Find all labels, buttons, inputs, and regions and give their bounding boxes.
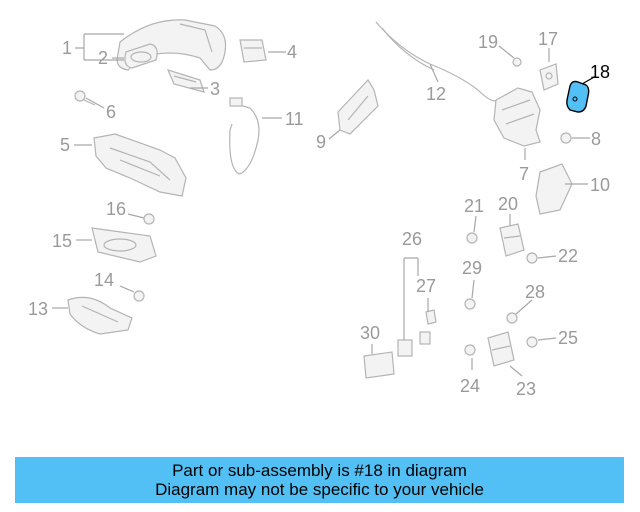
- callout-28: 28: [525, 282, 545, 302]
- part-23-hinge: [487, 331, 515, 367]
- part-4-cylinder: [239, 39, 267, 63]
- callout-13: 13: [28, 299, 48, 319]
- callout-19: 19: [478, 32, 498, 52]
- callout-20: 20: [498, 194, 518, 214]
- callout-12: 12: [426, 84, 446, 104]
- part-16-bolt: [143, 213, 155, 225]
- part-18-cover: [566, 80, 590, 113]
- banner-line-disclaimer: Diagram may not be specific to your vehi…: [155, 480, 484, 499]
- part-2-handle-cover: [124, 43, 158, 69]
- callout-11: 11: [285, 109, 304, 129]
- callout-10: 10: [590, 175, 610, 195]
- part-25-bolt: [526, 336, 538, 348]
- part-9-lock-rod-guide: [337, 79, 379, 135]
- callout-4: 4: [287, 42, 297, 62]
- callout-15: 15: [52, 231, 72, 251]
- part-6-bolt: [74, 90, 96, 106]
- callout-27: 27: [416, 276, 436, 296]
- part-27-clip: [425, 309, 437, 325]
- callout-14: 14: [94, 270, 114, 290]
- parts-diagram: 1 2 3 4 5 6 7 8 9 10 11 12 13 14 15 16 1…: [28, 19, 610, 399]
- callout-17: 17: [538, 29, 558, 49]
- part-3-handle-bezel: [166, 69, 205, 93]
- part-20-hinge: [499, 223, 525, 257]
- part-24-bolt: [464, 344, 476, 356]
- part-30-striker: [363, 351, 395, 379]
- leader-lines: [52, 33, 597, 377]
- part-10-bracket: [535, 163, 573, 215]
- part-11-cable: [229, 97, 260, 175]
- callout-22: 22: [558, 246, 578, 266]
- part-12-cable-assembly: [375, 21, 499, 102]
- callout-21: 21: [464, 196, 484, 216]
- callout-1: 1: [62, 38, 72, 58]
- callout-24: 24: [460, 376, 480, 396]
- info-banner: Part or sub-assembly is #18 in diagram D…: [15, 457, 624, 503]
- callout-labels: 1 2 3 4 5 6 7 8 9 10 11 12 13 14 15 16 1…: [28, 29, 610, 399]
- banner-line-part: Part or sub-assembly is #18 in diagram: [172, 461, 467, 480]
- part-5-carrier: [93, 133, 187, 197]
- callout-30: 30: [360, 323, 380, 343]
- callout-29: 29: [462, 258, 482, 278]
- part-8-bolt: [560, 132, 572, 144]
- part-28-bolt: [506, 312, 518, 324]
- callout-16: 16: [106, 199, 126, 219]
- callout-23: 23: [516, 379, 536, 399]
- callout-3: 3: [210, 79, 220, 99]
- part-19-bolt: [512, 57, 522, 67]
- callout-9: 9: [316, 132, 326, 152]
- part-15-inside-handle: [91, 227, 157, 263]
- callout-26: 26: [402, 229, 422, 249]
- callout-7: 7: [519, 164, 529, 184]
- callout-18: 18: [590, 62, 610, 82]
- callout-2: 2: [98, 48, 108, 68]
- part-17-bumper: [539, 63, 559, 91]
- callout-6: 6: [106, 102, 116, 122]
- callout-5: 5: [60, 135, 70, 155]
- part-14-bolt: [133, 290, 145, 302]
- part-26-rod-clip: [397, 331, 431, 357]
- callout-25: 25: [558, 328, 578, 348]
- part-29-bolt: [464, 298, 476, 310]
- part-21-bolt: [466, 232, 478, 244]
- callout-8: 8: [591, 129, 601, 149]
- part-13-switch-panel: [67, 296, 133, 335]
- part-7-latch-assembly: [493, 87, 541, 147]
- part-22-bolt: [526, 252, 538, 264]
- part-1-outside-handle: [116, 19, 227, 71]
